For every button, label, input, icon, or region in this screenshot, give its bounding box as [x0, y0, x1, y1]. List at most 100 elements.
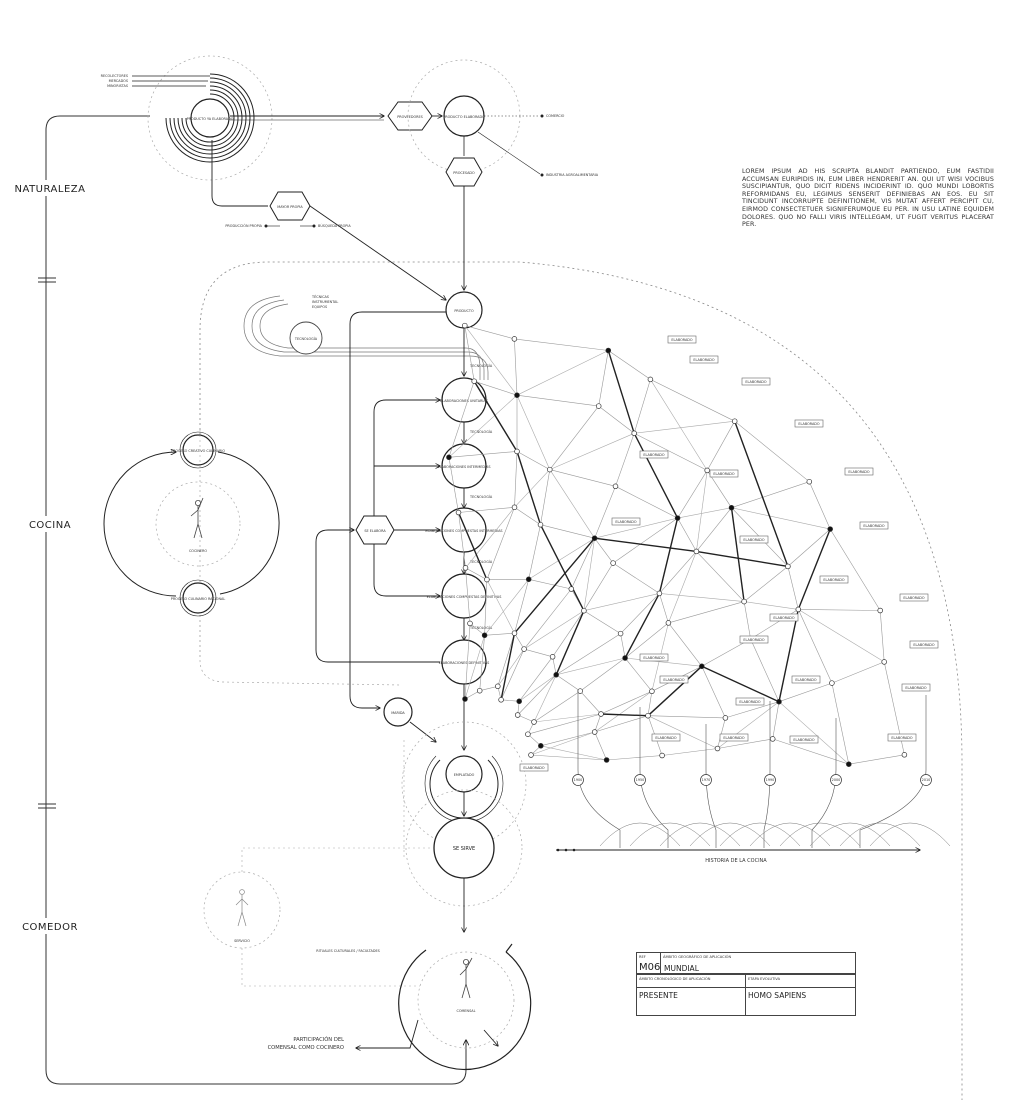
- label-produccion-propia: PRODUCCIÓN PROPIA: [225, 223, 262, 228]
- network-edge: [571, 538, 595, 590]
- tb-ambito-value: MUNDIAL: [664, 964, 699, 973]
- label-participacion-1: PARTICIPACIÓN DEL: [293, 1036, 344, 1043]
- flow-line: [577, 690, 621, 848]
- network-tag-box: [791, 675, 821, 684]
- network-edge: [647, 715, 726, 719]
- network-edge: [556, 674, 581, 692]
- inner-boundary: [199, 460, 401, 686]
- network-edge: [465, 567, 488, 580]
- network-node: [591, 729, 598, 735]
- network-node: [577, 688, 583, 694]
- flow-arc: [779, 822, 861, 847]
- network-edge: [527, 733, 542, 747]
- network-edge: [523, 588, 572, 650]
- network-edge: [662, 748, 718, 756]
- network-node: [722, 715, 729, 721]
- network-edge: [458, 512, 466, 568]
- network-edge: [731, 481, 810, 508]
- network-edge: [706, 421, 735, 471]
- tecnologia-tag-5: TECNOLOGÍA: [469, 625, 493, 630]
- title-block-row-1: [637, 953, 855, 974]
- node-proceso-culinario-ring: [179, 579, 217, 617]
- network-tag-label: ELABORADO: [863, 524, 885, 528]
- network-edge: [772, 701, 780, 739]
- network-node: [525, 731, 531, 737]
- network-edge: [668, 622, 703, 667]
- network-edge: [555, 610, 585, 676]
- network-tag-box: [741, 377, 771, 386]
- network-tag-box: [639, 653, 669, 662]
- history-network: ELABORADO ELABORADO ELABORADO ELABORADO ELAB…: [446, 322, 939, 772]
- network-tag-box: [735, 697, 765, 706]
- network-edge: [744, 601, 799, 610]
- network-edge: [625, 657, 702, 667]
- label-comedor: COMEDOR: [22, 922, 78, 933]
- network-edge: [734, 420, 810, 482]
- network-node: [699, 663, 705, 670]
- network-edge: [778, 701, 850, 765]
- network-edge: [464, 325, 475, 382]
- network-edge: [798, 609, 881, 611]
- label-industria: INDUSTRIA AGROALIMENTARIA: [546, 173, 599, 177]
- network-node: [462, 696, 468, 702]
- flow-line: [639, 707, 669, 848]
- node-tecnologia: [289, 321, 323, 355]
- network-node: [795, 606, 802, 613]
- label-mercados: MERCADOS: [109, 79, 128, 83]
- network-edge: [540, 469, 551, 525]
- network-tag-label: ELABORADO: [723, 736, 745, 740]
- network-edge: [624, 593, 661, 659]
- year-node-label: 1970: [702, 778, 711, 782]
- label-recolectores: RECOLECTORES: [101, 74, 128, 78]
- network-tag-label: ELABORADO: [523, 766, 545, 770]
- network-edge: [717, 738, 773, 749]
- node-elab-1-label: ELABORACIONES UNITARIAS: [440, 399, 488, 403]
- network-edge: [479, 635, 485, 691]
- network-edge: [594, 713, 602, 733]
- network-node: [598, 711, 604, 717]
- network-edge: [486, 507, 515, 580]
- network-tag-label: ELABORADO: [671, 338, 693, 342]
- network-edge: [701, 638, 751, 667]
- title-block-divider-2: [637, 987, 855, 988]
- network-tag-label: ELABORADO: [848, 470, 870, 474]
- network-edge: [677, 507, 732, 519]
- lorem-paragraph: LOREM IPSUM AD HIS SCRIPTA BLANDIT PARTI…: [742, 168, 994, 229]
- network-edge: [448, 394, 518, 458]
- network-edge: [600, 691, 653, 715]
- network-node: [612, 483, 619, 490]
- network-edge: [659, 551, 697, 594]
- network-node: [514, 448, 520, 455]
- network-edge: [540, 731, 595, 747]
- network-edge: [514, 338, 518, 396]
- network-edge: [778, 609, 799, 702]
- network-edge: [809, 481, 831, 530]
- network-edge: [518, 656, 553, 702]
- node-procesado: [445, 157, 483, 187]
- network-edge: [514, 633, 525, 650]
- network-node: [471, 378, 477, 384]
- flow-arc: [719, 822, 801, 847]
- network-edge: [530, 754, 607, 761]
- node-proceso-creativo-label: PROCESO CREATIVO CULINARIO: [171, 449, 225, 453]
- node-producto-elaborado-top: [190, 98, 230, 138]
- year-node-label: 1950: [636, 778, 645, 782]
- label-comercio: COMERCIO: [546, 114, 565, 118]
- network-edge: [524, 648, 553, 658]
- node-proceso-culinario: [182, 582, 214, 614]
- network-node: [481, 632, 488, 639]
- network-node: [511, 336, 518, 342]
- network-node: [549, 654, 556, 660]
- concentric-arcs: [165, 73, 255, 163]
- network-tag-label: ELABORADO: [663, 678, 685, 682]
- network-node: [591, 535, 598, 541]
- title-block-vline-1: [660, 953, 661, 974]
- network-tag-box: [909, 640, 939, 649]
- network-edge: [513, 537, 596, 634]
- network-tag-box: [844, 467, 874, 476]
- network-tag-box: [887, 733, 917, 742]
- network-edge: [528, 524, 541, 580]
- network-edge: [730, 507, 745, 602]
- network-node: [511, 630, 518, 636]
- servicio-figure-icon: [235, 889, 249, 927]
